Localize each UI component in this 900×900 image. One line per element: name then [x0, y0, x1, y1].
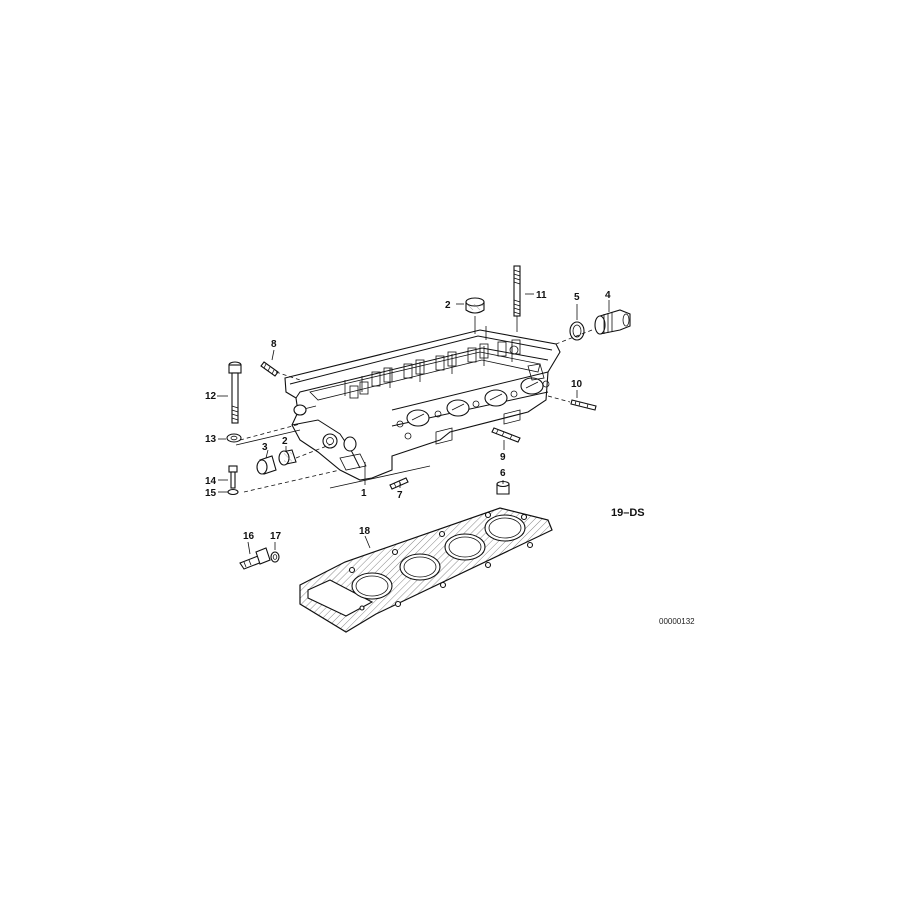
stud-part-9	[491, 427, 521, 443]
callout-3: 3	[262, 442, 268, 453]
callout-4: 4	[605, 290, 611, 301]
callout-9: 9	[500, 452, 506, 463]
washer-part-15	[227, 488, 239, 496]
washer-part-13	[226, 433, 242, 443]
reference-code: 00000132	[659, 617, 695, 626]
callout-13: 13	[205, 434, 217, 445]
callout-2-lower: 2	[282, 436, 288, 447]
bolt-part-16	[239, 547, 271, 570]
callout-7: 7	[397, 490, 403, 501]
callout-6: 6	[500, 468, 506, 479]
callout-8: 8	[271, 339, 277, 350]
callout-2-top: 2	[445, 300, 451, 311]
callout-18: 18	[359, 526, 371, 537]
callout-11: 11	[536, 290, 547, 301]
sealing-cap-part-2-lower	[278, 449, 297, 466]
leader-lines	[217, 293, 610, 555]
washer-part-17	[270, 551, 280, 563]
callout-16: 16	[243, 531, 255, 542]
stud-part-8	[260, 361, 279, 377]
dowel-part-7	[389, 477, 409, 490]
stud-part-11	[513, 265, 521, 332]
callout-12: 12	[205, 391, 217, 402]
callout-5: 5	[574, 292, 580, 303]
head-gasket-part-18	[299, 507, 553, 633]
group-label: 19–DS	[611, 507, 645, 519]
plug-part-3	[256, 455, 277, 475]
sealing-ring-part-5	[569, 321, 585, 341]
sealing-cap-part-2-top	[465, 297, 485, 334]
callout-1: 1	[361, 488, 367, 499]
cylinder-head-part	[284, 326, 561, 481]
screw-plug-part-4	[594, 309, 631, 335]
bolt-part-14	[228, 465, 238, 489]
callout-10: 10	[571, 379, 583, 390]
callout-17: 17	[270, 531, 282, 542]
stud-part-10	[547, 395, 597, 411]
callout-15: 15	[205, 488, 217, 499]
head-bolt-part-12	[228, 361, 242, 424]
callout-14: 14	[205, 476, 217, 487]
